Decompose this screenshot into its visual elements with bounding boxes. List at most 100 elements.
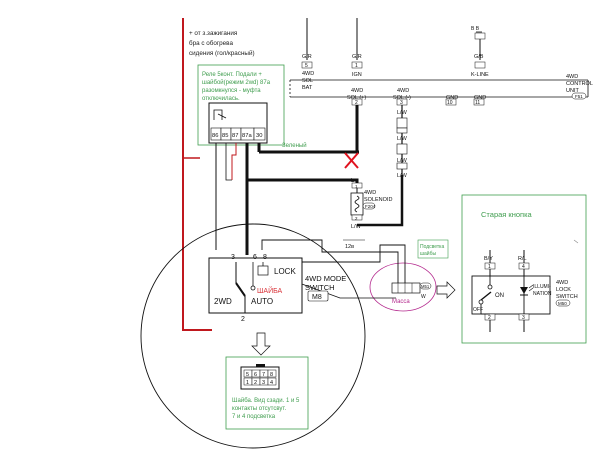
svg-text:3: 3 [231, 254, 235, 261]
relay-wire-87 [231, 143, 237, 180]
ecu-label-1: 4WD [566, 74, 578, 80]
cut-mark-x [344, 152, 359, 169]
svg-text:10: 10 [447, 100, 453, 106]
svg-text:6: 6 [253, 254, 257, 261]
note-top-left-1: + от з.зажигания [189, 30, 237, 37]
svg-text:L/W: L/W [397, 158, 408, 164]
thick-wire-lower [247, 178, 359, 183]
svg-text:5: 5 [305, 63, 308, 69]
svg-text:GND: GND [446, 95, 458, 101]
tick-mark [573, 239, 579, 244]
svg-text:3: 3 [400, 100, 403, 106]
relay-note-4: отключилась. [202, 96, 240, 102]
backlight-note-1: Подсветка [420, 244, 444, 250]
note-top-left-3: сидения (гол/красный) [189, 49, 255, 57]
svg-text:W: W [421, 294, 426, 300]
svg-text:2: 2 [254, 380, 257, 386]
relay-pin-85: 85 [222, 133, 228, 139]
svg-text:4: 4 [522, 264, 525, 270]
mini-connector: M51 W [391, 282, 432, 300]
svg-text:ILLUMI-: ILLUMI- [533, 284, 551, 290]
svg-text:AUTO: AUTO [251, 297, 273, 306]
svg-text:SOL (-): SOL (-) [393, 95, 411, 101]
old-button-box [461, 194, 587, 344]
relay-note-box [197, 64, 285, 146]
svg-text:SOLENOID: SOLENOID [364, 197, 392, 203]
svg-text:L/W: L/W [397, 110, 408, 116]
svg-text:M51: M51 [421, 284, 430, 289]
relay-pin-87a: 87a [242, 133, 252, 139]
mode-switch: 3 6 8 2 LOCK ШАЙБА 2WD AUTO 4WD MODE SWI… [208, 254, 346, 323]
svg-text:GND: GND [474, 95, 486, 101]
svg-text:G/B: G/B [474, 54, 484, 60]
old-button-title: Старая кнопка [481, 210, 533, 219]
svg-text:SWITCH: SWITCH [556, 294, 578, 300]
backlight-note-2: шайбы [420, 250, 436, 257]
washer-connector-bottom-row: 1 2 3 4 [243, 377, 277, 386]
switch-pin8-wire [261, 239, 399, 283]
svg-text:4: 4 [270, 380, 273, 386]
red-wire [182, 18, 212, 331]
svg-text:1: 1 [488, 264, 491, 270]
svg-text:6: 6 [254, 372, 257, 378]
svg-text:K-LINE: K-LINE [471, 72, 489, 78]
svg-text:2WD: 2WD [214, 297, 232, 306]
svg-text:2: 2 [488, 315, 491, 321]
svg-text:R/L: R/L [518, 256, 527, 262]
washer-note-3: 7 и 4 подсветка [232, 414, 276, 420]
svg-text:BAT: BAT [302, 85, 313, 91]
mass-ellipse [369, 262, 437, 312]
ecu-pin-sol-bat: G/R 5 4WD SOL BAT [301, 18, 314, 91]
lw-connectors: L/W L/W L/W L/W [396, 110, 408, 179]
svg-text:2: 2 [241, 316, 245, 323]
svg-text:LOCK: LOCK [274, 267, 296, 276]
svg-text:4WD: 4WD [556, 280, 568, 286]
svg-text:M8: M8 [312, 294, 322, 301]
svg-text:3: 3 [262, 380, 265, 386]
svg-text:NATION: NATION [533, 291, 552, 297]
relay-note-3: разомкнулся - муфта [202, 88, 261, 94]
svg-text:OFF: OFF [473, 307, 483, 313]
svg-text:4WD: 4WD [351, 88, 363, 94]
ecu-label-3: UNIT [566, 88, 579, 94]
highlight-circle [140, 223, 366, 449]
svg-text:4WD: 4WD [364, 190, 376, 196]
ecu-pin-gnd-10: GND 10 [445, 95, 458, 106]
ecu-connector: F51 [575, 94, 583, 99]
washer-note-1: Шайба. Вид сзади. 1 и 5 [232, 397, 300, 404]
relay-switch-symbol [213, 109, 223, 120]
ecu-pin-kline: B B G/B K-LINE [471, 26, 489, 78]
svg-text:4WD: 4WD [302, 71, 314, 77]
relay-pin-30: 30 [256, 133, 262, 139]
svg-text:8: 8 [263, 254, 267, 261]
relay-pin-86: 86 [212, 133, 218, 139]
washer-connector: 5 6 7 8 1 2 3 4 [240, 364, 280, 390]
svg-text:11: 11 [475, 100, 480, 106]
svg-text:SOL (+): SOL (+) [347, 95, 366, 101]
svg-text:2: 2 [355, 216, 358, 221]
svg-text:SOL: SOL [302, 78, 313, 84]
svg-text:ON: ON [495, 293, 504, 299]
ecu-label-2: CONTROL [566, 81, 593, 87]
backlight-note-box [417, 239, 449, 259]
washer-connector-top-row: 5 6 7 8 [243, 369, 277, 378]
backlight-wire [262, 244, 406, 283]
ecu-pin-gnd-11: GND 11 [473, 95, 486, 106]
svg-text:SWITCH: SWITCH [305, 283, 335, 292]
svg-text:3: 3 [522, 315, 525, 321]
ecu-pin-sol-plus: 4WD SOL (+) 2 [347, 88, 366, 106]
svg-text:L/W: L/W [351, 224, 362, 230]
svg-text:G/R: G/R [352, 54, 362, 60]
relay-wire-85 [225, 143, 232, 181]
svg-text:8: 8 [270, 372, 273, 378]
svg-text:1: 1 [355, 63, 358, 69]
svg-text:7: 7 [262, 372, 265, 378]
lock-switch: B/Y R/L 1 4 ON OFF ILLUMI- NATION 4WD LO… [471, 250, 578, 332]
svg-text:G/R: G/R [302, 54, 312, 60]
ecu-pin-ign: G/R 1 IGN [351, 18, 363, 78]
svg-text:5: 5 [246, 372, 249, 378]
arrow-down-icon [251, 332, 271, 356]
svg-text:M50: M50 [558, 301, 567, 306]
